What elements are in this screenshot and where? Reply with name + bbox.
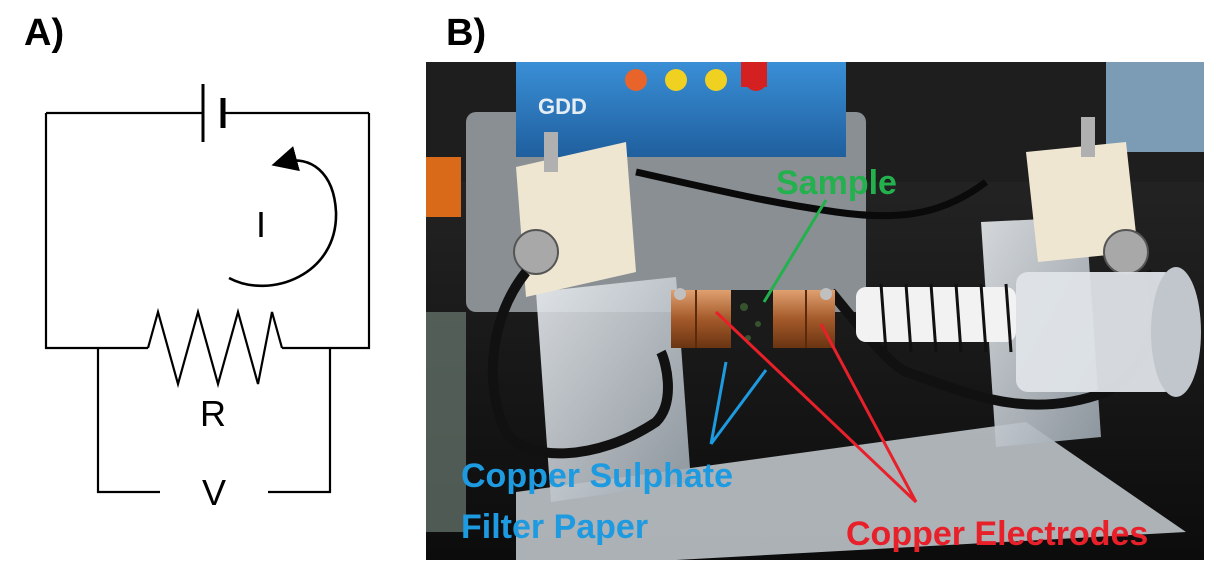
apparatus-photo: GDD xyxy=(426,62,1204,560)
sample-pointer xyxy=(762,199,828,303)
acrylic-base xyxy=(516,422,1186,560)
panel-label-b: B) xyxy=(446,12,487,54)
left-acrylic-block xyxy=(536,277,691,502)
current-label: I xyxy=(256,204,266,245)
spring-tube xyxy=(856,287,1016,342)
background-box xyxy=(1106,62,1204,152)
sample-annotation: Sample xyxy=(776,164,897,202)
device-logo-text: GDD xyxy=(538,94,587,119)
panel-label-a: A) xyxy=(24,12,65,54)
copper-electrodes-annotation: Copper Electrodes xyxy=(846,515,1148,553)
resistor-label: R xyxy=(200,393,226,434)
electrode-pointer-1 xyxy=(714,310,918,504)
voltmeter-wire-right xyxy=(268,348,332,494)
wire-left xyxy=(44,113,148,350)
current-arrow xyxy=(228,146,338,288)
copper-sulphate-pointer-2 xyxy=(709,369,768,445)
voltage-label: V xyxy=(202,472,226,513)
electrode-pointer-2 xyxy=(819,323,918,503)
circuit-diagram: I R V xyxy=(44,84,371,513)
voltmeter-wire-left xyxy=(96,348,160,494)
copper-sulphate-annotation-line1: Copper Sulphate xyxy=(461,457,733,495)
right-junction-box xyxy=(1026,142,1138,262)
wire-right xyxy=(282,113,371,350)
copper-sulphate-pointer-1 xyxy=(709,361,728,445)
resistor-zigzag xyxy=(146,307,284,389)
copper-sulphate-annotation-line2: Filter Paper xyxy=(461,508,648,546)
apparatus-illustration: GDD xyxy=(426,62,1204,560)
